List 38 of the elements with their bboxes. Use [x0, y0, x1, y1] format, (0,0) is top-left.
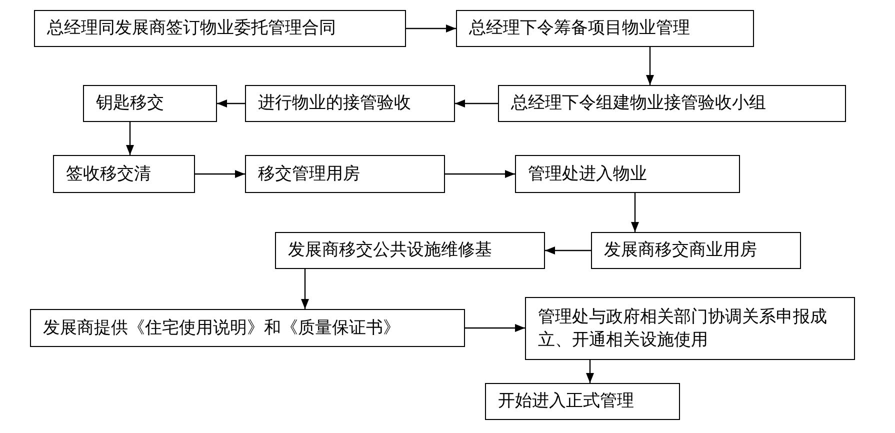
arrow [646, 47, 654, 85]
arrow [545, 246, 591, 254]
arrow [195, 170, 245, 178]
process-box [591, 232, 801, 269]
process-box [83, 85, 217, 122]
process-box [498, 85, 846, 122]
arrow [455, 100, 498, 108]
arrow [126, 122, 134, 155]
arrow [301, 269, 309, 309]
process-box [515, 155, 740, 193]
arrow [465, 324, 525, 332]
box-text: 管理处与政府相关部门协调关系申报成立、开通相关设施使用 [538, 306, 828, 352]
process-box [525, 297, 855, 360]
box-text: 开始进入正式管理 [498, 390, 634, 413]
process-box [275, 232, 545, 269]
box-text: 总经理同发展商签订物业委托管理合同 [47, 17, 336, 40]
box-text: 总经理下令组建物业接管验收小组 [511, 92, 766, 115]
box-text: 移交管理用房 [258, 162, 360, 186]
box-text: 总经理下令筹备项目物业管理 [469, 17, 690, 40]
box-text: 签收移交清 [66, 162, 151, 186]
process-box [245, 155, 445, 193]
arrow [445, 170, 515, 178]
box-text: 发展商移交公共设施维修基 [288, 239, 492, 262]
box-text: 管理处进入物业 [528, 162, 647, 186]
process-box [485, 383, 680, 420]
box-text: 发展商移交商业用房 [604, 239, 757, 262]
process-box [456, 10, 754, 47]
process-box [34, 10, 406, 47]
process-box [53, 155, 195, 193]
arrow [586, 360, 594, 383]
process-box [30, 309, 465, 347]
arrow [631, 193, 639, 232]
box-text: 发展商提供《住宅使用说明》和《质量保证书》 [43, 316, 400, 340]
process-box [245, 85, 455, 122]
arrow [217, 100, 245, 108]
box-text: 进行物业的接管验收 [258, 92, 411, 115]
arrow [406, 24, 456, 32]
box-text: 钥匙移交 [96, 92, 164, 115]
